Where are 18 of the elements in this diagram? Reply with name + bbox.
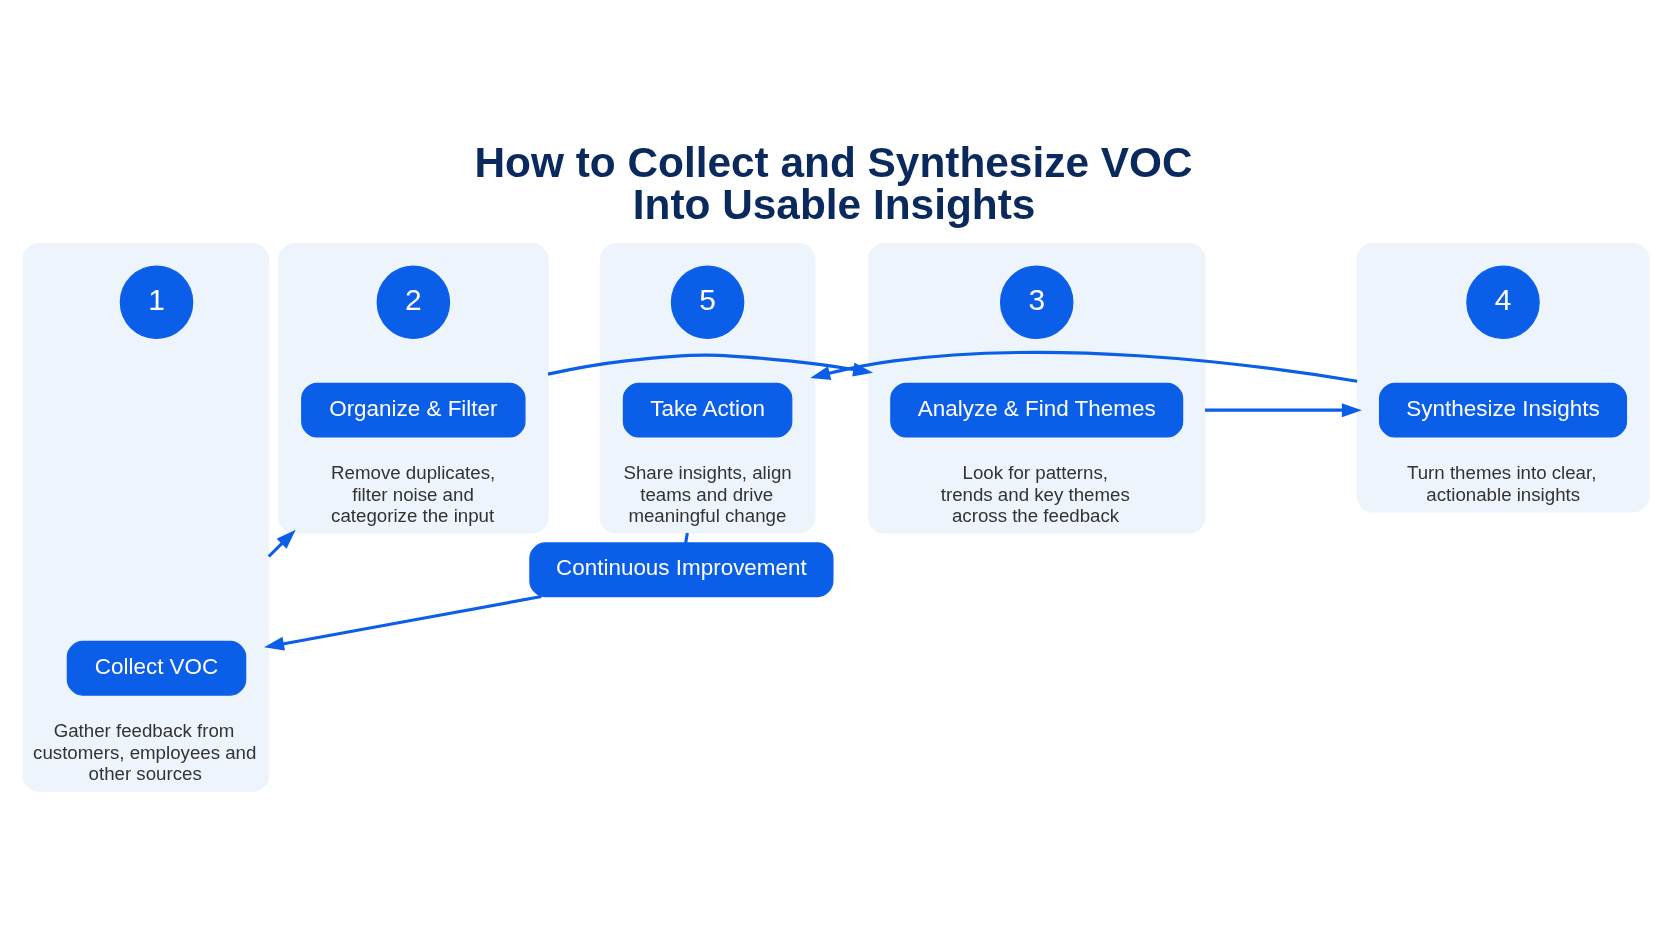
diagram-title: How to Collect and Synthesize VOC Into Usable Insights (474, 138, 1193, 229)
node-circle: 5 (670, 265, 745, 340)
connector (684, 532, 689, 544)
node-circle: 3 (999, 265, 1074, 340)
node-box: Take Action (622, 382, 793, 438)
node-box: Collect VOC (66, 640, 247, 696)
node-box: Continuous Improvement (529, 542, 834, 598)
node-box: Analyze & Find Themes (890, 382, 1184, 438)
arrow (547, 353, 874, 377)
arrow (264, 595, 542, 651)
arrow (810, 351, 1358, 383)
node-box: Synthesize Insights (1378, 382, 1628, 438)
node-box: Organize & Filter (301, 382, 526, 438)
arrow (267, 529, 296, 558)
arrow (1205, 403, 1362, 418)
node-circle: 4 (1466, 265, 1540, 340)
node-circle: 2 (376, 265, 451, 340)
node-circle: 1 (119, 265, 194, 340)
